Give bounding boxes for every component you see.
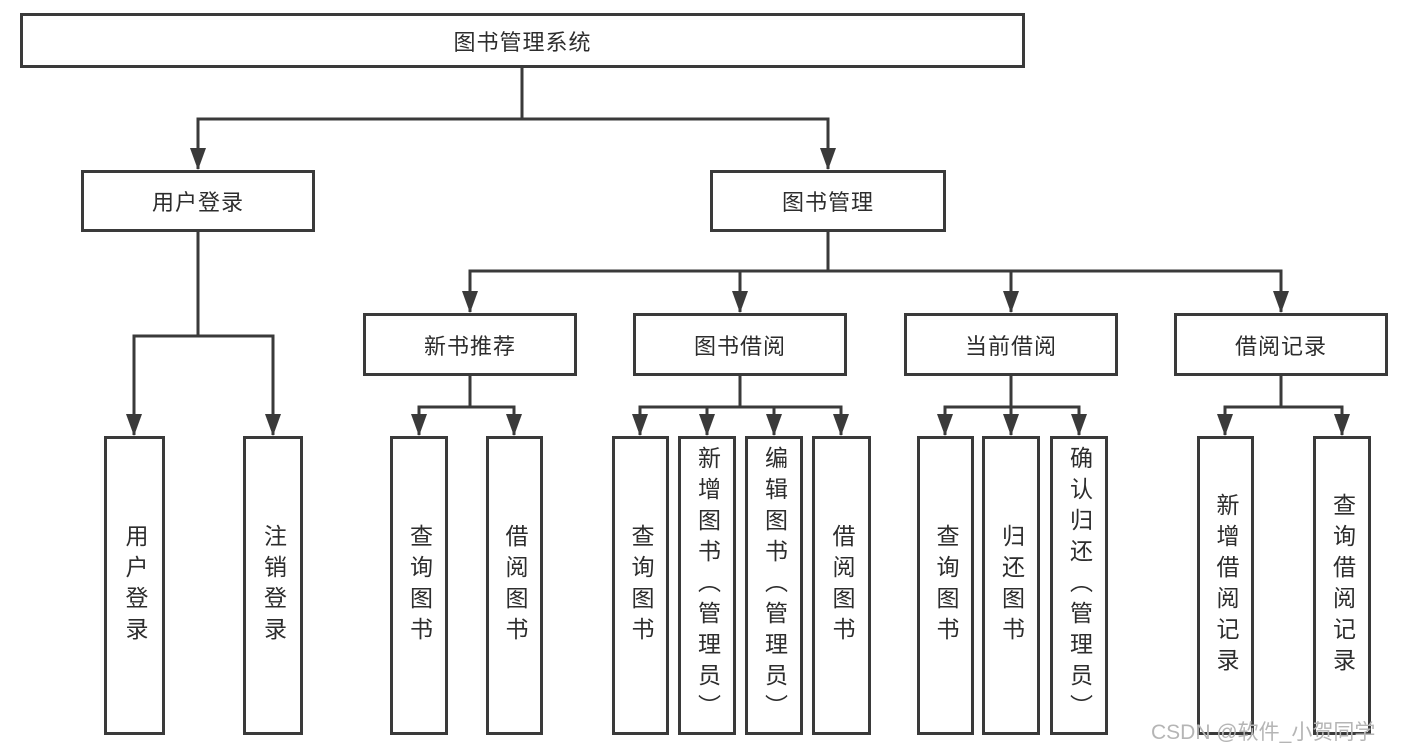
node-label: 借阅图书 [502, 523, 528, 648]
node-user-login: 用户登录 [81, 170, 315, 232]
node-label: 新增图书（管理员） [694, 446, 721, 725]
connector-group [126, 68, 1350, 436]
node-leaf-logout: 注销登录 [243, 436, 303, 735]
node-book-management-system: 图书管理系统 [20, 13, 1025, 68]
node-leaf-borrow-books-2: 借阅图书 [812, 436, 871, 735]
node-leaf-add-books-admin: 新增图书（管理员） [678, 436, 736, 735]
node-label: 图书管理系统 [453, 29, 592, 55]
node-leaf-borrow-books-1: 借阅图书 [486, 436, 543, 735]
node-current-borrowing: 当前借阅 [904, 313, 1118, 376]
node-leaf-confirm-return-admin: 确认归还（管理员） [1050, 436, 1108, 735]
node-book-borrowing: 图书借阅 [633, 313, 847, 376]
node-label: 查询借阅记录 [1329, 492, 1356, 679]
node-label: 借阅图书 [829, 523, 855, 648]
node-label: 编辑图书（管理员） [761, 446, 788, 725]
node-leaf-query-books-2: 查询图书 [612, 436, 669, 735]
node-book-management: 图书管理 [710, 170, 946, 232]
node-label: 新书推荐 [423, 333, 516, 359]
node-label: 图书借阅 [693, 333, 786, 359]
node-leaf-query-books-3: 查询图书 [917, 436, 974, 735]
node-label: 图书管理 [781, 190, 874, 215]
node-label: 用户登录 [122, 523, 148, 648]
node-leaf-query-borrow-record: 查询借阅记录 [1313, 436, 1371, 735]
node-new-book-recommend: 新书推荐 [363, 313, 577, 376]
node-label: 新增借阅记录 [1213, 492, 1239, 679]
node-label: 查询图书 [628, 523, 654, 648]
node-label: 查询图书 [406, 523, 433, 648]
node-label: 确认归还（管理员） [1066, 446, 1093, 725]
node-label: 当前借阅 [964, 333, 1057, 359]
node-leaf-return-books: 归还图书 [982, 436, 1040, 735]
node-label: 注销登录 [260, 523, 287, 648]
node-leaf-add-borrow-record: 新增借阅记录 [1197, 436, 1254, 735]
node-leaf-user-login: 用户登录 [104, 436, 165, 735]
node-leaf-edit-books-admin: 编辑图书（管理员） [745, 436, 803, 735]
node-borrowing-records: 借阅记录 [1174, 313, 1388, 376]
node-label: 用户登录 [151, 190, 244, 215]
csdn-watermark: CSDN @软件_小贺同学 [1151, 721, 1376, 744]
node-label: 查询图书 [933, 523, 959, 648]
node-leaf-query-books-1: 查询图书 [390, 436, 448, 735]
node-label: 借阅记录 [1234, 333, 1327, 359]
node-label: 归还图书 [998, 523, 1025, 648]
